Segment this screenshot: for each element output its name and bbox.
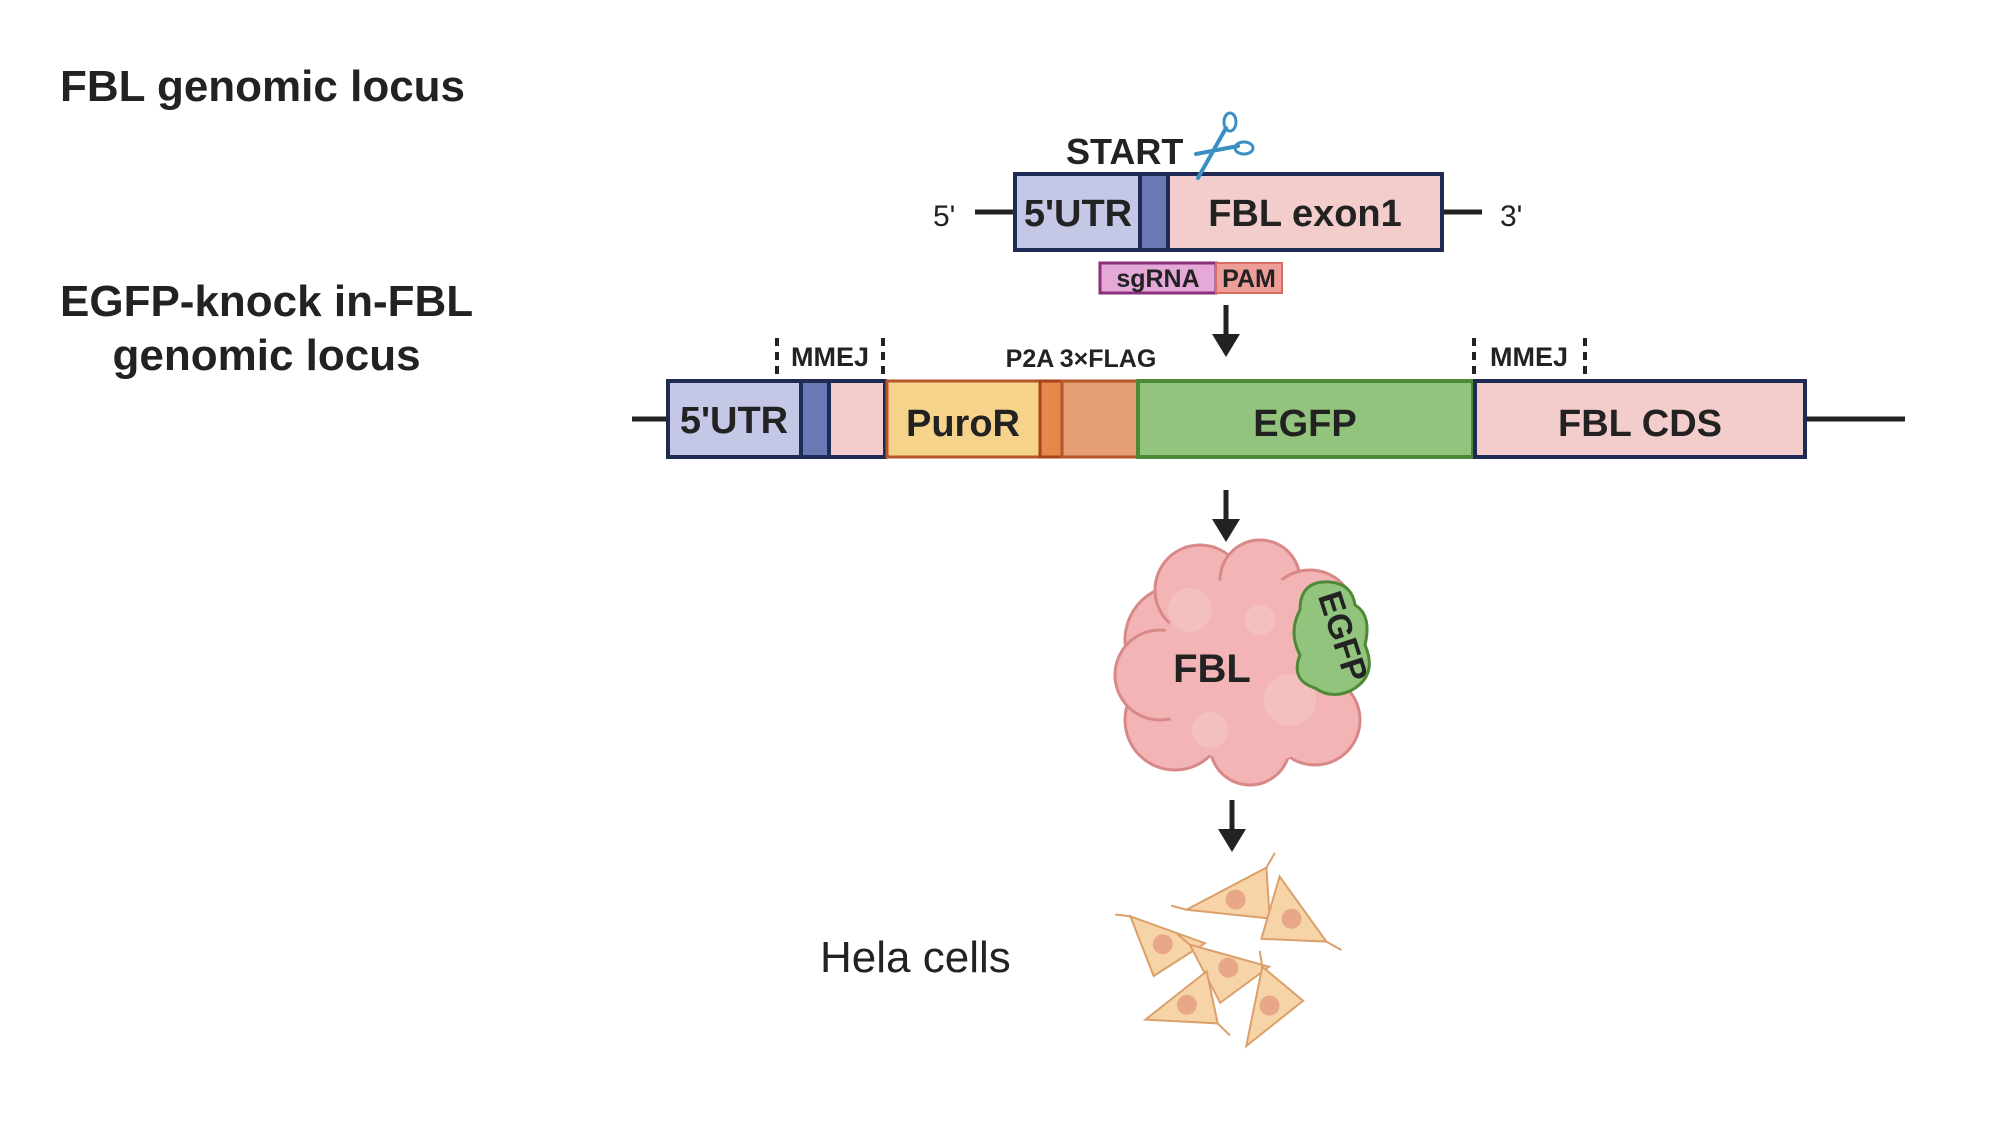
egfp-protein-blob	[1292, 580, 1371, 696]
puror-segment	[885, 379, 1042, 459]
ki-left-homology-segment	[827, 379, 887, 459]
p2a-label: P2A	[1006, 345, 1055, 373]
heading-knockin-line1: EGFP-knock in-FBL	[60, 277, 474, 326]
three-prime-label: 3'	[1500, 200, 1522, 233]
fbl-cds-label: FBL CDS	[1558, 403, 1722, 445]
start-label: START	[1066, 131, 1183, 172]
wt-exon1-label: FBL exon1	[1208, 193, 1402, 235]
ki-utr-label: 5'UTR	[680, 400, 788, 442]
hela-cells-icon	[1115, 852, 1342, 1049]
five-prime-label: 5'	[933, 200, 955, 233]
mmej-right-bracket	[1472, 338, 1587, 374]
puror-label: PuroR	[906, 403, 1020, 445]
heading-knockin-locus: EGFP-knock in-FBL genomic locus	[60, 275, 473, 383]
fbl-cds-segment	[1473, 379, 1807, 459]
mmej-right-label: MMEJ	[1490, 342, 1568, 372]
wt-start-codon-segment	[1138, 172, 1170, 252]
p2a-segment	[1038, 379, 1064, 459]
pam-box	[1215, 262, 1283, 294]
ki-utr-segment	[666, 379, 803, 459]
fbl-egfp-protein-icon: FBL EGFP	[1113, 538, 1375, 787]
arrow-down-icon	[1218, 800, 1246, 852]
egfp-segment-label: EGFP	[1253, 403, 1356, 445]
scissors-icon	[1194, 111, 1255, 180]
arrow-down-icon	[1212, 305, 1240, 357]
wildtype-locus: 5' 3' 5'UTR FBL exon1 START sgRNA PAM	[933, 111, 1522, 295]
flag-segment	[1060, 379, 1140, 459]
flag-label: 3×FLAG	[1060, 345, 1157, 373]
wt-exon1-segment	[1166, 172, 1444, 252]
arrow-down-icon	[1212, 490, 1240, 542]
mmej-left-bracket	[775, 338, 885, 374]
hela-cells-label: Hela cells	[820, 933, 1011, 982]
heading-wildtype-locus: FBL genomic locus	[60, 62, 466, 111]
sgrna-label: sgRNA	[1116, 265, 1199, 293]
sgrna-box	[1098, 261, 1218, 295]
ki-start-codon-segment	[799, 379, 831, 459]
wt-utr-segment	[1013, 172, 1142, 252]
pam-label: PAM	[1222, 265, 1276, 293]
fbl-protein-label: FBL	[1173, 647, 1251, 691]
knockin-locus: 5'UTR PuroR EGFP FBL CDS P2A 3×FLAG MMEJ…	[632, 338, 1905, 459]
wt-utr-label: 5'UTR	[1024, 193, 1132, 235]
heading-knockin-line2: genomic locus	[112, 331, 421, 380]
mmej-left-label: MMEJ	[791, 342, 869, 372]
